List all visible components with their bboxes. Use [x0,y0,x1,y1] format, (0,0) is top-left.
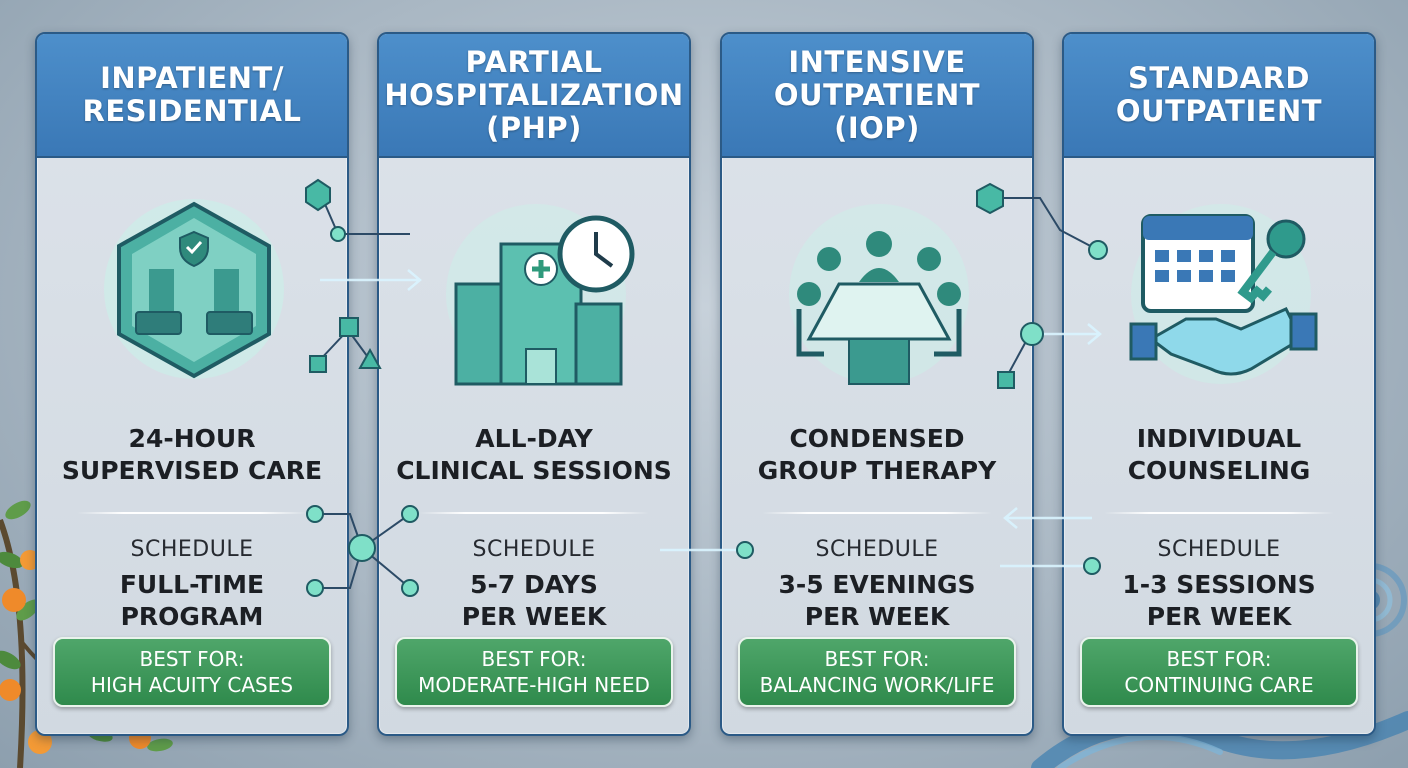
card-header: PARTIAL HOSPITALIZATION (PHP) [379,34,689,158]
best-for-value: HIGH ACUITY CASES [90,673,294,697]
calendar-handshake-icon [1129,204,1318,384]
card-header: INTENSIVE OUTPATIENT (IOP) [722,34,1032,158]
divider [762,512,992,514]
best-for-value: BALANCING WORK/LIFE [759,673,995,697]
level-card-iop: INTENSIVE OUTPATIENT (IOP) CONDENSED GRO… [720,32,1034,736]
level-card-php: PARTIAL HOSPITALIZATION (PHP) ALL-DAY CL… [377,32,691,736]
schedule-value: FULL-TIME PROGRAM [119,570,265,631]
card-title: PARTIAL HOSPITALIZATION (PHP) [384,44,684,145]
card-title: INTENSIVE OUTPATIENT (IOP) [773,44,981,145]
divider [1104,512,1334,514]
group-meeting-icon [789,204,969,385]
schedule-label: SCHEDULE [472,537,596,562]
schedule-value: 3-5 EVENINGS PER WEEK [778,570,976,631]
best-for-label: BEST FOR: [139,647,245,671]
card-header: STANDARD OUTPATIENT [1064,34,1374,158]
schedule-label: SCHEDULE [130,537,254,562]
best-for-value: CONTINUING CARE [1124,673,1314,697]
hospital-room-icon [104,199,284,379]
schedule-value: 1-3 SESSIONS PER WEEK [1122,570,1316,631]
divider [419,512,649,514]
schedule-label: SCHEDULE [1157,537,1281,562]
level-card-inpatient: INPATIENT/ RESIDENTIAL 24-HOUR SUPERVISE… [35,32,349,736]
divider [77,512,307,514]
card-header: INPATIENT/ RESIDENTIAL [37,34,347,158]
best-for-label: BEST FOR: [481,647,587,671]
best-for-label: BEST FOR: [1166,647,1272,671]
schedule-label: SCHEDULE [815,537,939,562]
best-for-value: MODERATE-HIGH NEED [418,673,650,697]
best-for-badge: BEST FOR: BALANCING WORK/LIFE [738,637,1016,707]
care-description: 24-HOUR SUPERVISED CARE [61,424,323,485]
orange-tree-decoration [0,500,173,768]
best-for-badge: BEST FOR: HIGH ACUITY CASES [53,637,331,707]
best-for-label: BEST FOR: [824,647,930,671]
care-description: CONDENSED GROUP THERAPY [757,424,997,485]
care-description: ALL-DAY CLINICAL SESSIONS [396,424,672,485]
care-description: INDIVIDUAL COUNSELING [1127,424,1311,485]
best-for-badge: BEST FOR: MODERATE-HIGH NEED [395,637,673,707]
level-card-standard-outpatient: STANDARD OUTPATIENT INDIVIDUAL COUNSELIN… [1062,32,1376,736]
schedule-value: 5-7 DAYS PER WEEK [461,570,607,631]
hospital-clock-icon [446,204,635,386]
card-title: STANDARD OUTPATIENT [1115,61,1323,128]
card-title: INPATIENT/ RESIDENTIAL [82,61,302,128]
best-for-badge: BEST FOR: CONTINUING CARE [1080,637,1358,707]
